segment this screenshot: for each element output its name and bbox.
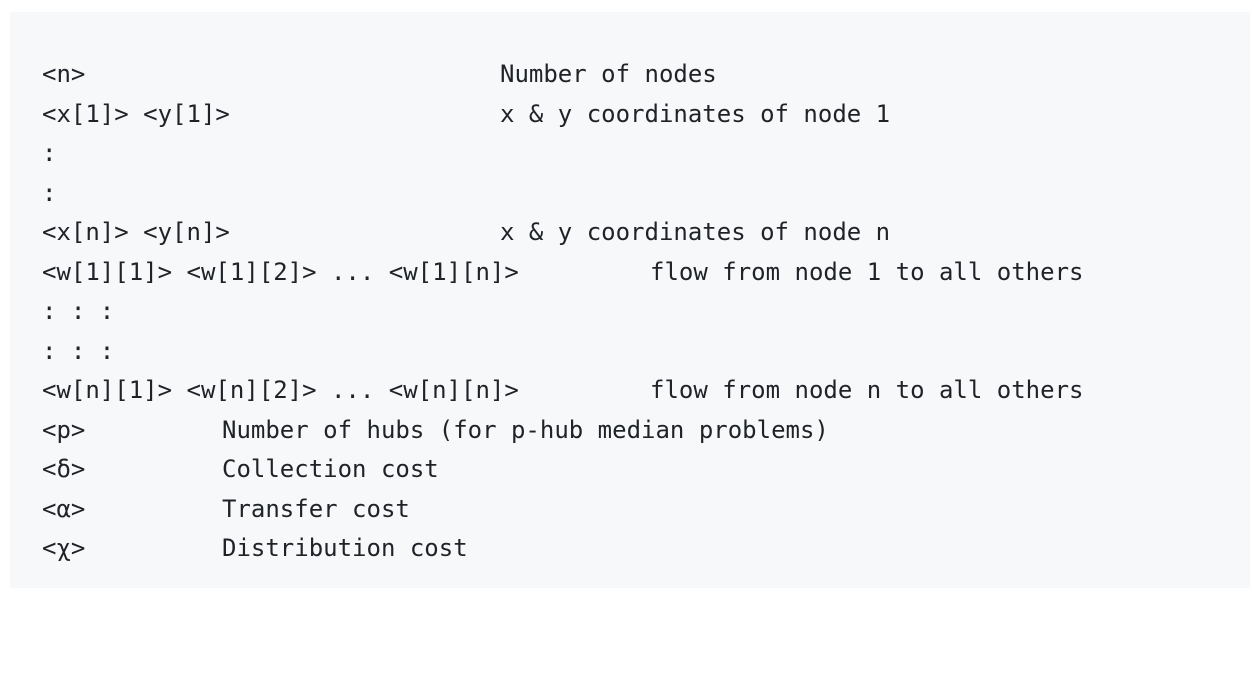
field-token: <p> (42, 415, 86, 444)
format-line-ellipsis: : : : (42, 292, 129, 332)
format-line-ellipsis: : : : (42, 332, 129, 372)
field-description: Collection cost (222, 455, 439, 483)
field-token: <χ> (42, 534, 86, 562)
field-token: <w[n][1]> <w[n][2]> ... <w[n][n]> (42, 376, 519, 404)
field-description: flow from node 1 to all others (650, 257, 1084, 286)
format-line-transfer-cost: <α> Transfer cost (42, 490, 410, 530)
format-line-distribution-cost: <χ> Distribution cost (42, 529, 468, 569)
field-token: <x[n]> <y[n]> (42, 218, 230, 246)
field-token: : : : (42, 297, 115, 325)
field-token: : (42, 178, 57, 207)
field-description: Transfer cost (222, 494, 410, 523)
field-token: <n> (42, 60, 86, 88)
format-line-node-1-coords: <x[1]> <y[1]> x & y coordinates of node … (42, 95, 890, 135)
code-block: <n> Number of nodes <x[1]> <y[1]> x & y … (10, 12, 1250, 588)
field-token: : : : (42, 336, 115, 365)
field-description: Distribution cost (222, 534, 468, 562)
format-line-flow-node-n: <w[n][1]> <w[n][2]> ... <w[n][n]> flow f… (42, 371, 1083, 411)
format-line-collection-cost: <δ> Collection cost (42, 450, 439, 490)
field-description: x & y coordinates of node n (500, 218, 891, 246)
format-line-flow-node-1: <w[1][1]> <w[1][2]> ... <w[1][n]> flow f… (42, 253, 1083, 293)
field-description: flow from node n to all others (650, 376, 1084, 404)
format-line-ellipsis: : (42, 174, 129, 214)
field-token: : (42, 139, 57, 167)
format-line-hubs: <p> Number of hubs (for p-hub median pro… (42, 411, 829, 451)
format-line-n: <n> Number of nodes (42, 55, 717, 95)
field-description: Number of hubs (for p-hub median problem… (222, 415, 829, 444)
file-format-lines: <n> Number of nodes <x[1]> <y[1]> x & y … (42, 55, 1083, 569)
format-line-node-n-coords: <x[n]> <y[n]> x & y coordinates of node … (42, 213, 890, 253)
format-line-ellipsis: : (42, 134, 129, 174)
field-description: x & y coordinates of node 1 (500, 99, 891, 128)
field-description: Number of nodes (500, 60, 717, 88)
field-token: <w[1][1]> <w[1][2]> ... <w[1][n]> (42, 257, 519, 286)
field-token: <α> (42, 494, 86, 523)
field-token: <x[1]> <y[1]> (42, 99, 230, 128)
field-token: <δ> (42, 455, 86, 483)
